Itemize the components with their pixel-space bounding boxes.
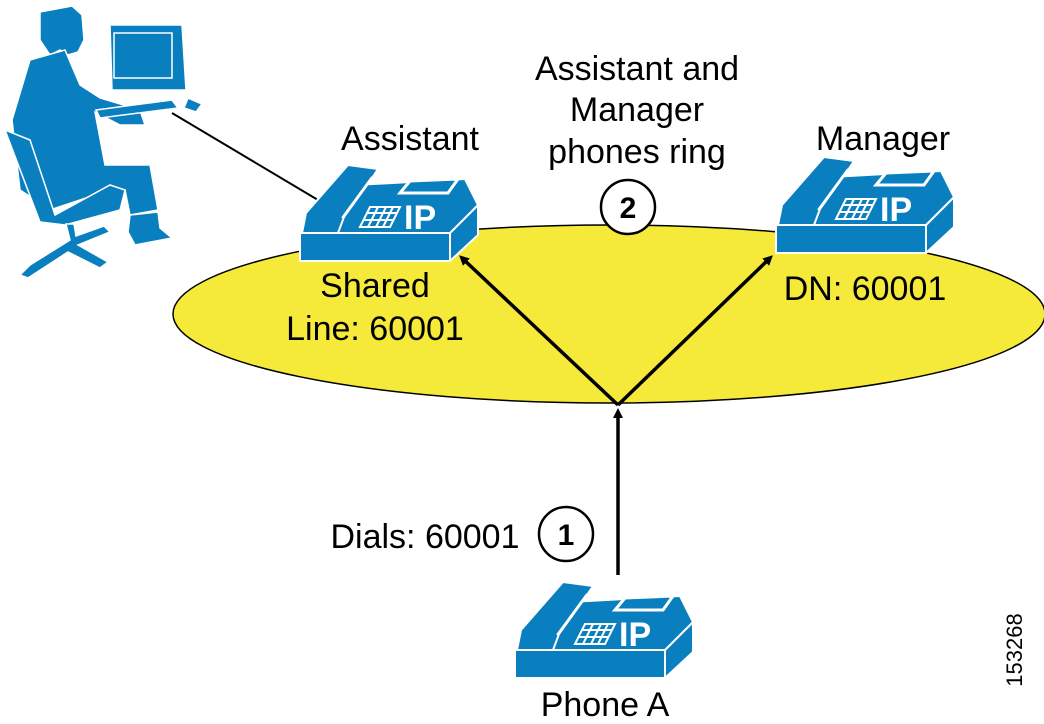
- step-1-circle: [537, 505, 595, 563]
- manager-dn: DN: 60001: [784, 270, 947, 308]
- arrow-to-assistant: [459, 255, 620, 407]
- dials-label: Dials: 60001: [330, 518, 519, 556]
- step-2-circle: [599, 178, 657, 236]
- assistant-line2: Line: 60001: [286, 310, 464, 348]
- assistant-line1: Shared: [320, 267, 430, 305]
- assistant-phone-icon: [298, 163, 480, 263]
- figure-id: 153268: [1002, 613, 1027, 686]
- step-2-number: 2: [620, 192, 637, 225]
- person-at-workstation-icon: [3, 5, 204, 279]
- ring-note-line1: Assistant and: [535, 50, 739, 88]
- manager-title: Manager: [816, 120, 950, 158]
- phone-a-label: Phone A: [541, 686, 670, 724]
- assistant-title: Assistant: [341, 120, 479, 158]
- manager-phone-icon: [774, 155, 956, 255]
- workstation-link: [171, 112, 319, 201]
- arrow-to-manager: [616, 255, 773, 407]
- step-1-number: 1: [558, 519, 575, 552]
- phone-a-icon: [513, 580, 695, 680]
- ring-note-line3: phones ring: [548, 133, 726, 171]
- ring-note-line2: Manager: [570, 91, 704, 129]
